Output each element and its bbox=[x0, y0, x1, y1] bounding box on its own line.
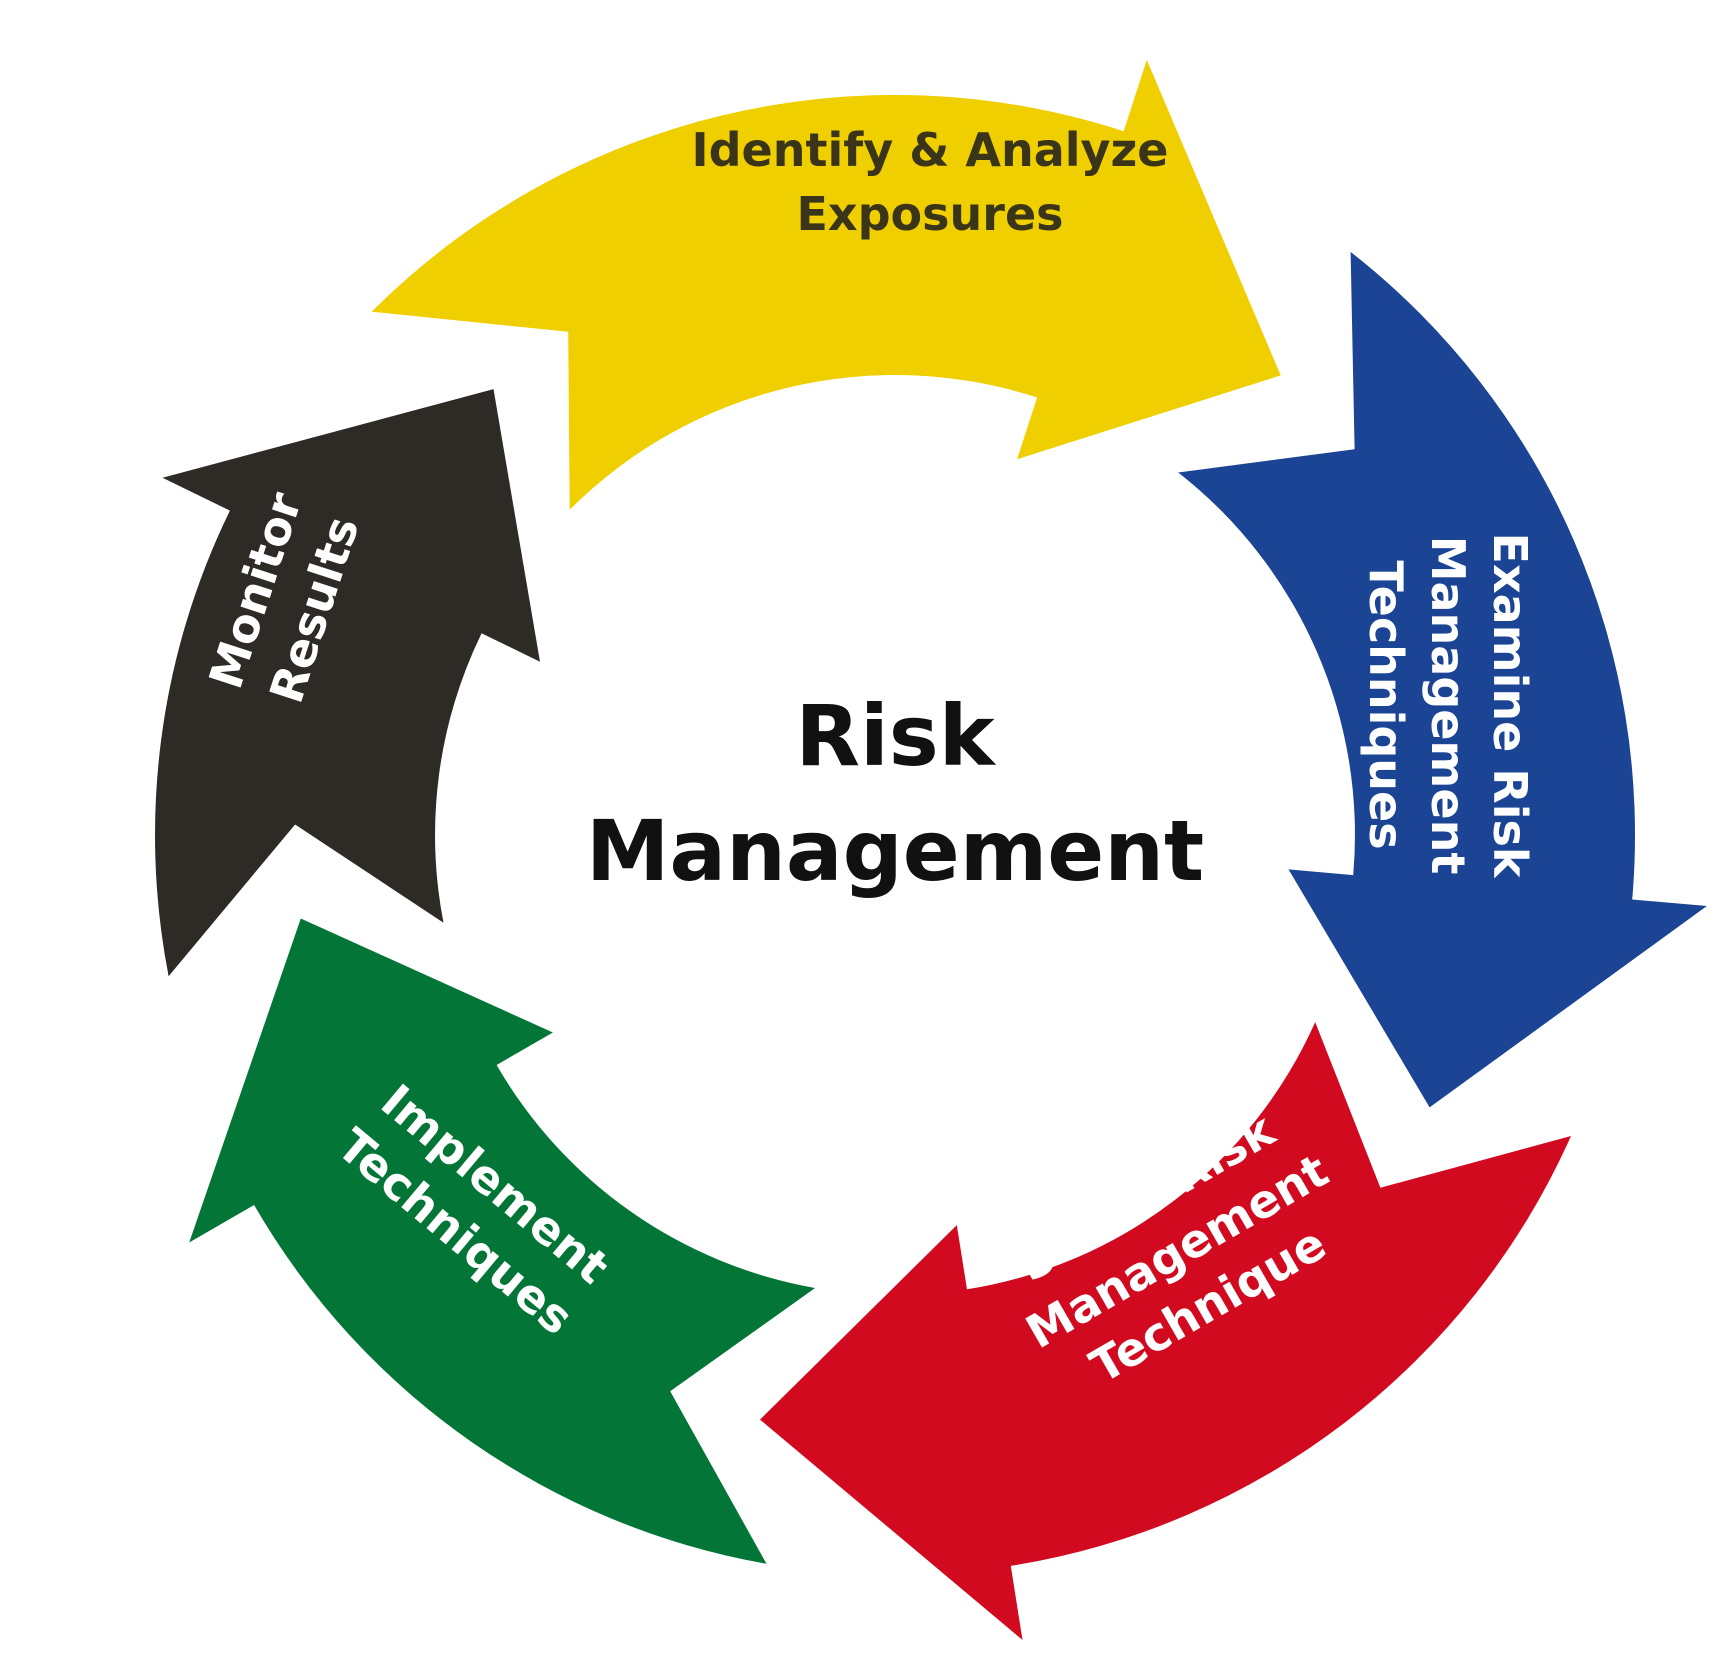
label-examine: Examine RiskManagementTechniques bbox=[1359, 533, 1537, 879]
center-title-line-2: Management bbox=[586, 802, 1204, 900]
arrow-examine bbox=[1178, 251, 1707, 1108]
label-identify-line-1: Identify & Analyze bbox=[691, 123, 1168, 177]
arrow-monitor bbox=[155, 389, 540, 977]
arrow-identify bbox=[371, 59, 1281, 510]
label-examine-line-1: Examine Risk bbox=[1483, 533, 1537, 879]
label-identify-line-2: Exposures bbox=[796, 187, 1063, 241]
arrow-select bbox=[760, 1022, 1571, 1640]
label-examine-line-3: Techniques bbox=[1359, 560, 1413, 849]
arrow-implement bbox=[189, 918, 816, 1564]
center-title-line-1: Risk bbox=[795, 687, 996, 785]
cycle-arrows bbox=[155, 59, 1707, 1640]
label-examine-line-2: Management bbox=[1421, 536, 1475, 875]
